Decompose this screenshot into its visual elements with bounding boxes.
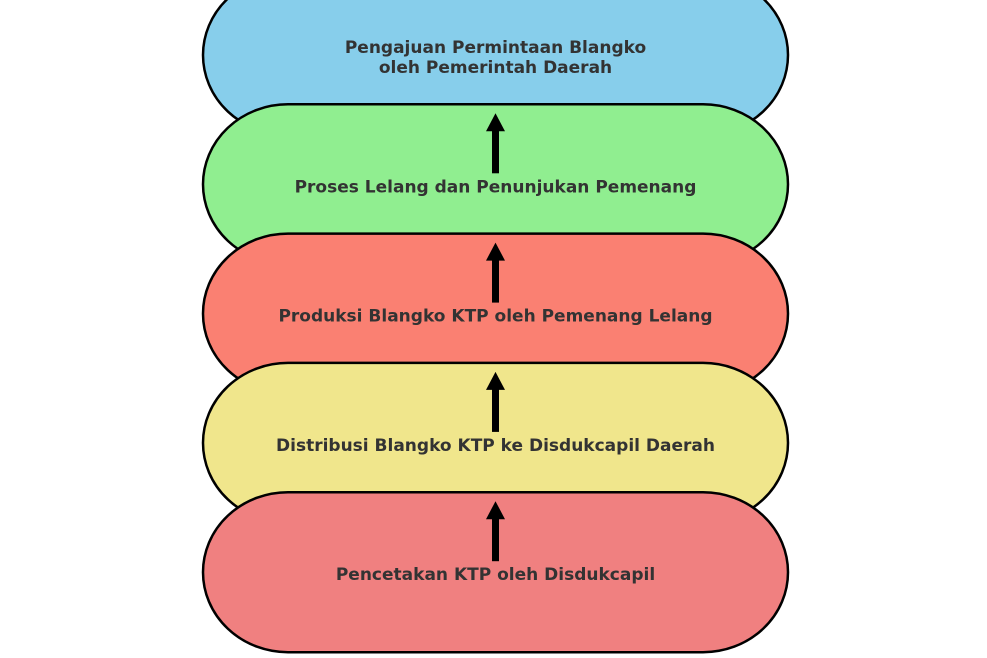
up-arrow-icon bbox=[486, 501, 505, 562]
step-label: Distribusi Blangko KTP ke Disdukcapil Da… bbox=[276, 436, 715, 456]
arrow-head bbox=[486, 242, 505, 261]
up-arrow-icon bbox=[486, 113, 505, 174]
arrow-shaft bbox=[492, 259, 499, 303]
up-arrow-icon bbox=[486, 371, 505, 432]
step-label: Produksi Blangko KTP oleh Pemenang Lelan… bbox=[278, 307, 712, 327]
step-label: Proses Lelang dan Penunjukan Pemenang bbox=[295, 177, 697, 197]
arrow-head bbox=[486, 113, 505, 132]
step-box-2: Proses Lelang dan Penunjukan Pemenang bbox=[201, 103, 790, 266]
arrow-shaft bbox=[492, 518, 499, 562]
arrow-head bbox=[486, 501, 505, 520]
up-arrow-icon bbox=[486, 242, 505, 303]
arrow-shaft bbox=[492, 130, 499, 174]
step-arrows bbox=[486, 113, 505, 562]
step-label: Pencetakan KTP oleh Disdukcapil bbox=[336, 565, 655, 585]
step-label: oleh Pemerintah Daerah bbox=[379, 58, 612, 78]
step-label: Pengajuan Permintaan Blangko bbox=[345, 38, 646, 58]
step-box-shape bbox=[201, 490, 790, 654]
arrow-head bbox=[486, 371, 505, 390]
arrow-shaft bbox=[492, 388, 499, 432]
step-box-5: Pencetakan KTP oleh Disdukcapil bbox=[201, 490, 790, 654]
